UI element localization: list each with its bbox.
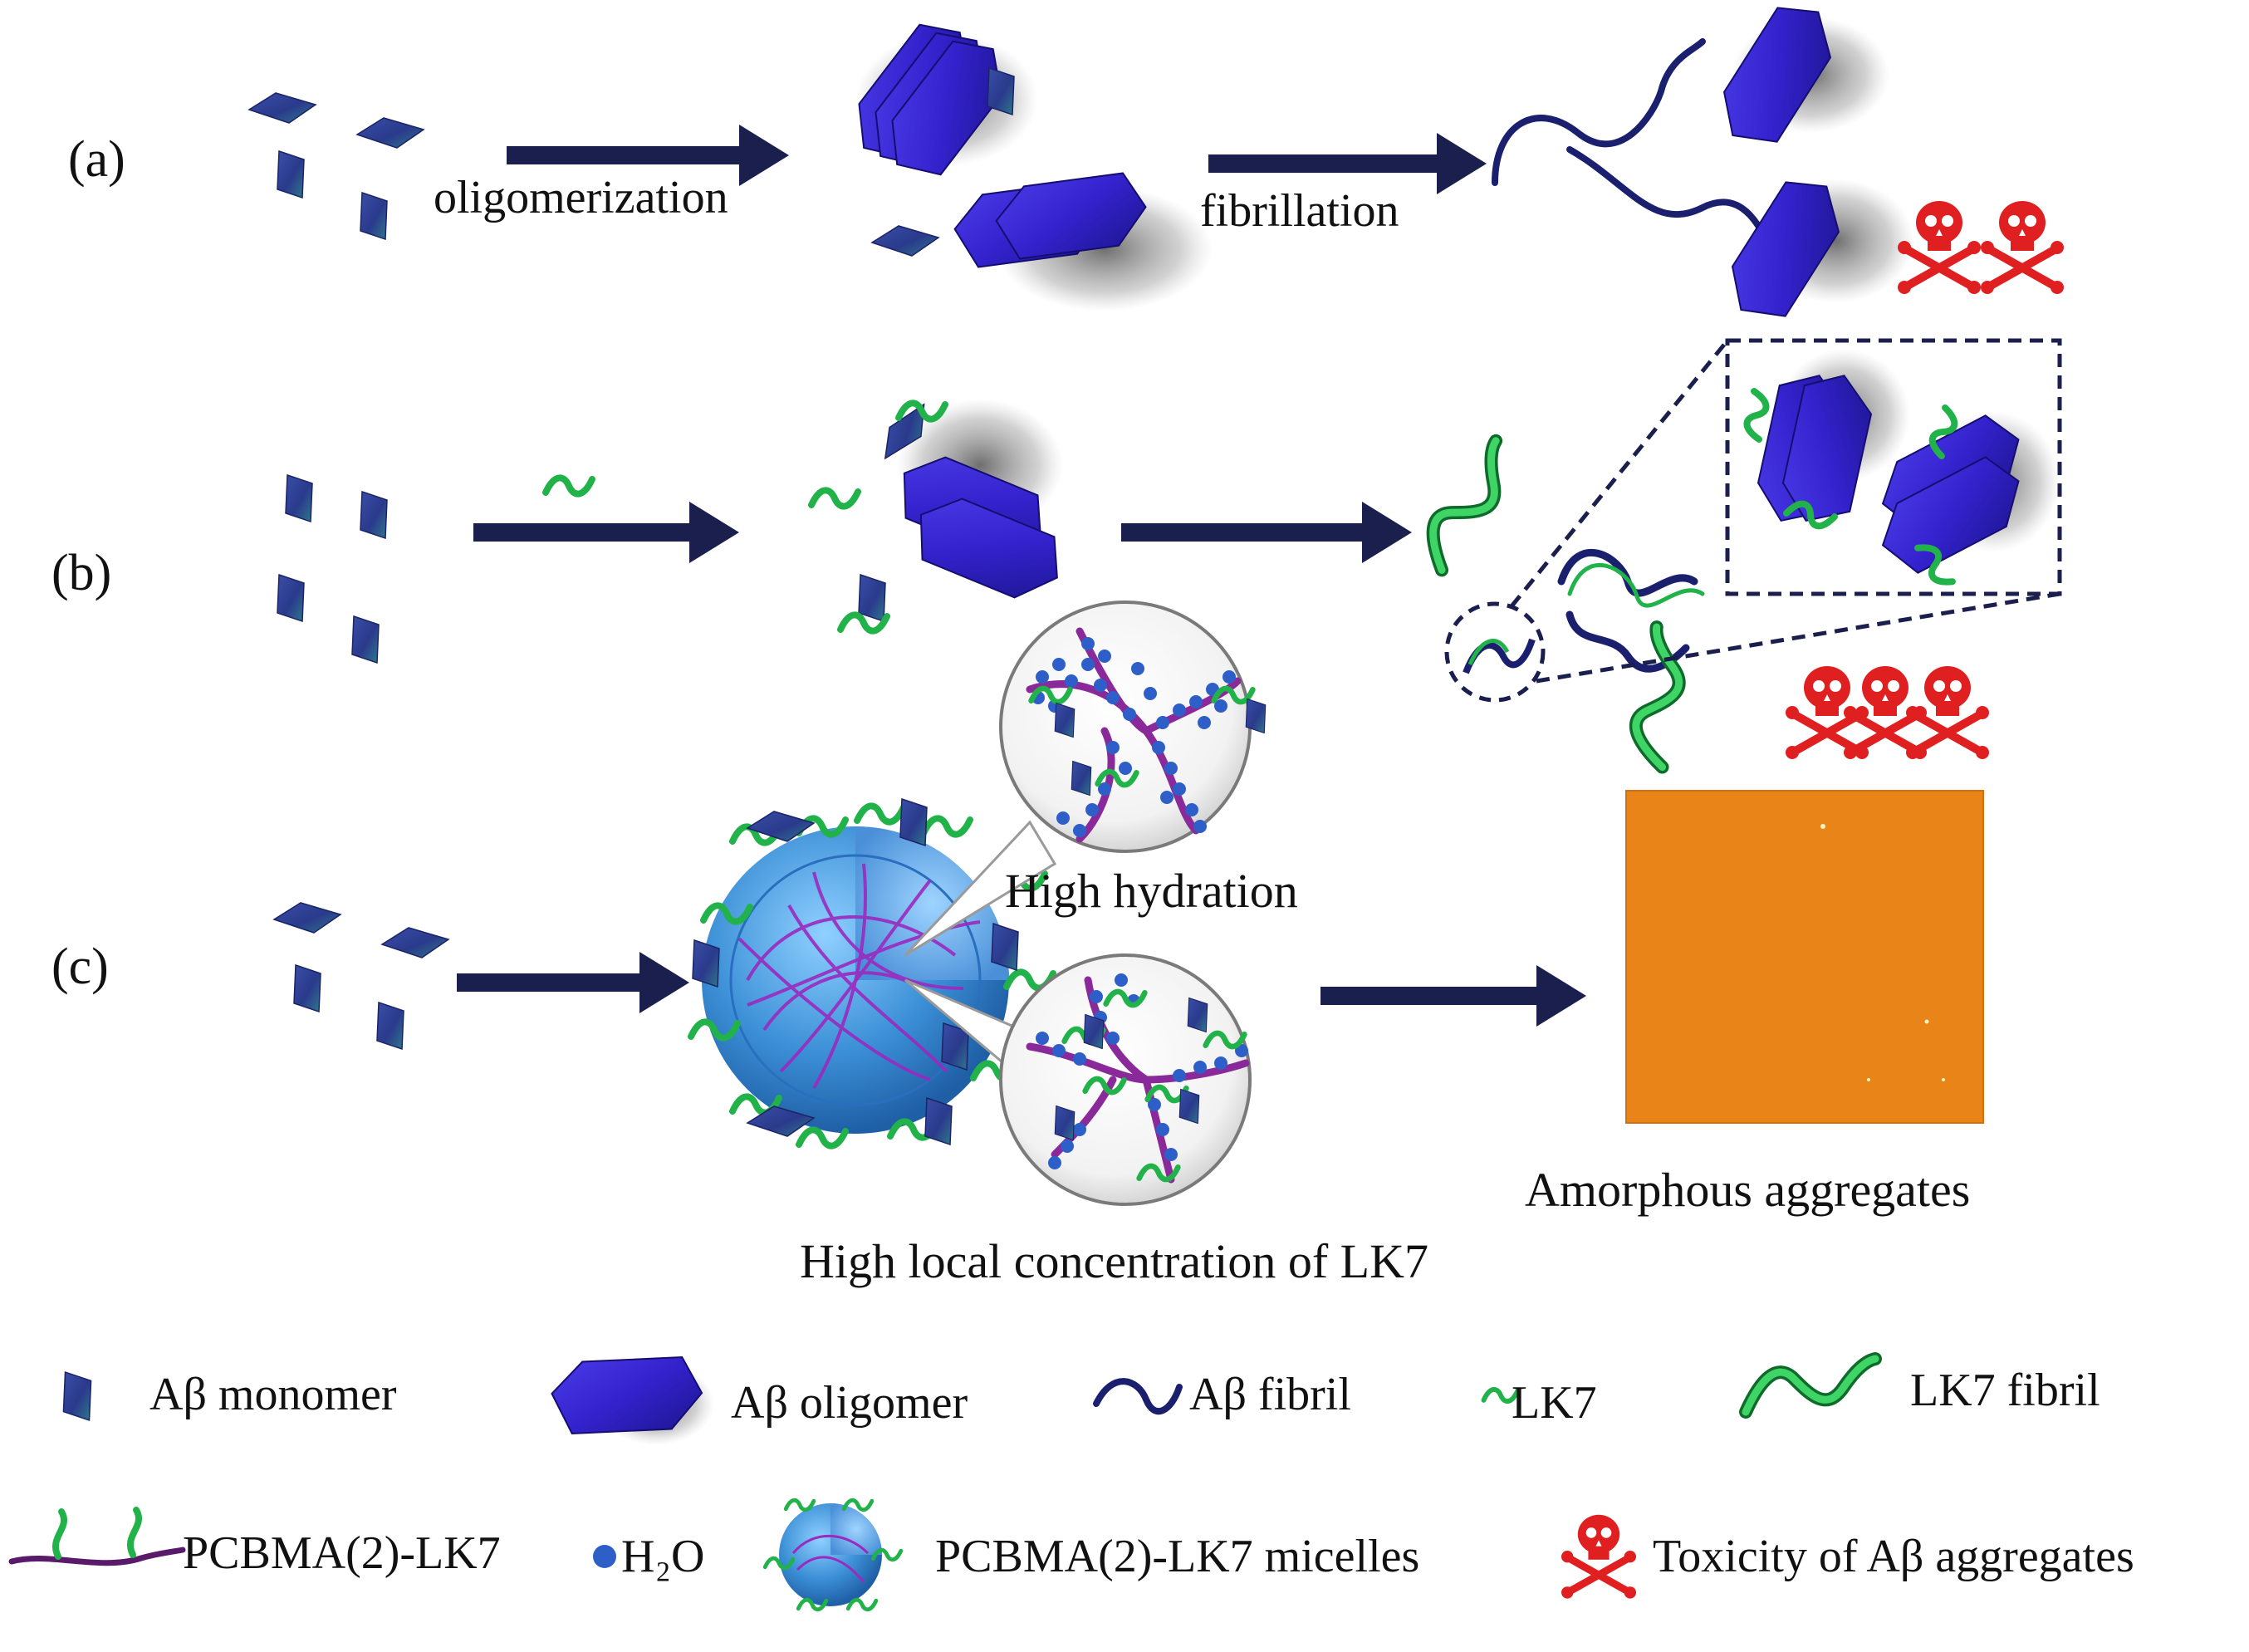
zoom-circle-hydration (999, 601, 1267, 853)
result-label: Amorphous aggregates (1525, 1163, 1970, 1217)
micelle (691, 798, 1053, 1146)
legend-pcbma: PCBMA(2)-LK7 (8, 1507, 501, 1579)
row-a-label: (a) (68, 131, 125, 188)
row-c: (c) (51, 601, 1984, 1288)
oligomerization-label: oligomerization (434, 172, 728, 223)
legend-oligomer: Aβ oligomer (548, 1351, 968, 1445)
legend-water: H₂O (593, 1531, 704, 1582)
hydration-label: High hydration (1005, 864, 1298, 918)
lk7-b (546, 478, 592, 493)
monomers-a (248, 92, 424, 240)
legend-fibril: Aβ fibril (1093, 1369, 1351, 1420)
row-a: (a) oligomerization fibrillation (68, 0, 2064, 334)
arrow-b2 (1121, 502, 1412, 563)
legend-water-label: H₂O (621, 1531, 704, 1582)
arrow-c2 (1320, 965, 1586, 1027)
toxicity-b (1786, 666, 1989, 759)
row-b-label: (b) (51, 545, 111, 601)
legend-pcbma-label: PCBMA(2)-LK7 (183, 1527, 501, 1579)
arrow-b1 (473, 502, 739, 563)
row-b: (b) (51, 338, 2062, 767)
legend-monomer-label: Aβ monomer (149, 1369, 397, 1420)
arrow-c1 (457, 952, 689, 1013)
row-c-label: (c) (51, 939, 109, 995)
monomers-b (277, 474, 388, 664)
legend-micelles: PCBMA(2)-LK7 micelles (765, 1500, 1419, 1610)
legend-toxicity: Toxicity of Aβ aggregates (1561, 1515, 2134, 1599)
oligomers-b (811, 396, 1072, 631)
legend-monomer: Aβ monomer (62, 1369, 397, 1421)
afm-image (1625, 790, 1984, 1124)
legend-micelles-label: PCBMA(2)-LK7 micelles (935, 1531, 1419, 1582)
legend-lk7-label: LK7 (1512, 1377, 1597, 1429)
legend-oligomer-label: Aβ oligomer (731, 1377, 968, 1429)
zoom-box (1510, 338, 2062, 684)
arrow-oligomerization (507, 125, 789, 186)
monomers-c (273, 902, 449, 1050)
legend-fibril-label: Aβ fibril (1189, 1369, 1351, 1420)
fibrillation-label: fibrillation (1200, 185, 1399, 237)
fibrils-a (1492, 0, 2064, 334)
legend-lk7-fibril-label: LK7 fibril (1910, 1365, 2100, 1416)
legend: Aβ monomer Aβ oligomer Aβ fibril LK7 LK7… (8, 1351, 2134, 1610)
concentration-label: High local concentration of LK7 (800, 1234, 1428, 1288)
legend-lk7-fibril: LK7 fibril (1746, 1359, 2100, 1416)
oligomers-a (839, 7, 1213, 311)
zoom-circle-concentration (999, 953, 1252, 1206)
arrow-fibrillation (1208, 133, 1487, 194)
legend-lk7: LK7 (1483, 1377, 1597, 1429)
fibrils-b (1404, 441, 1707, 767)
legend-toxicity-label: Toxicity of Aβ aggregates (1653, 1531, 2134, 1582)
